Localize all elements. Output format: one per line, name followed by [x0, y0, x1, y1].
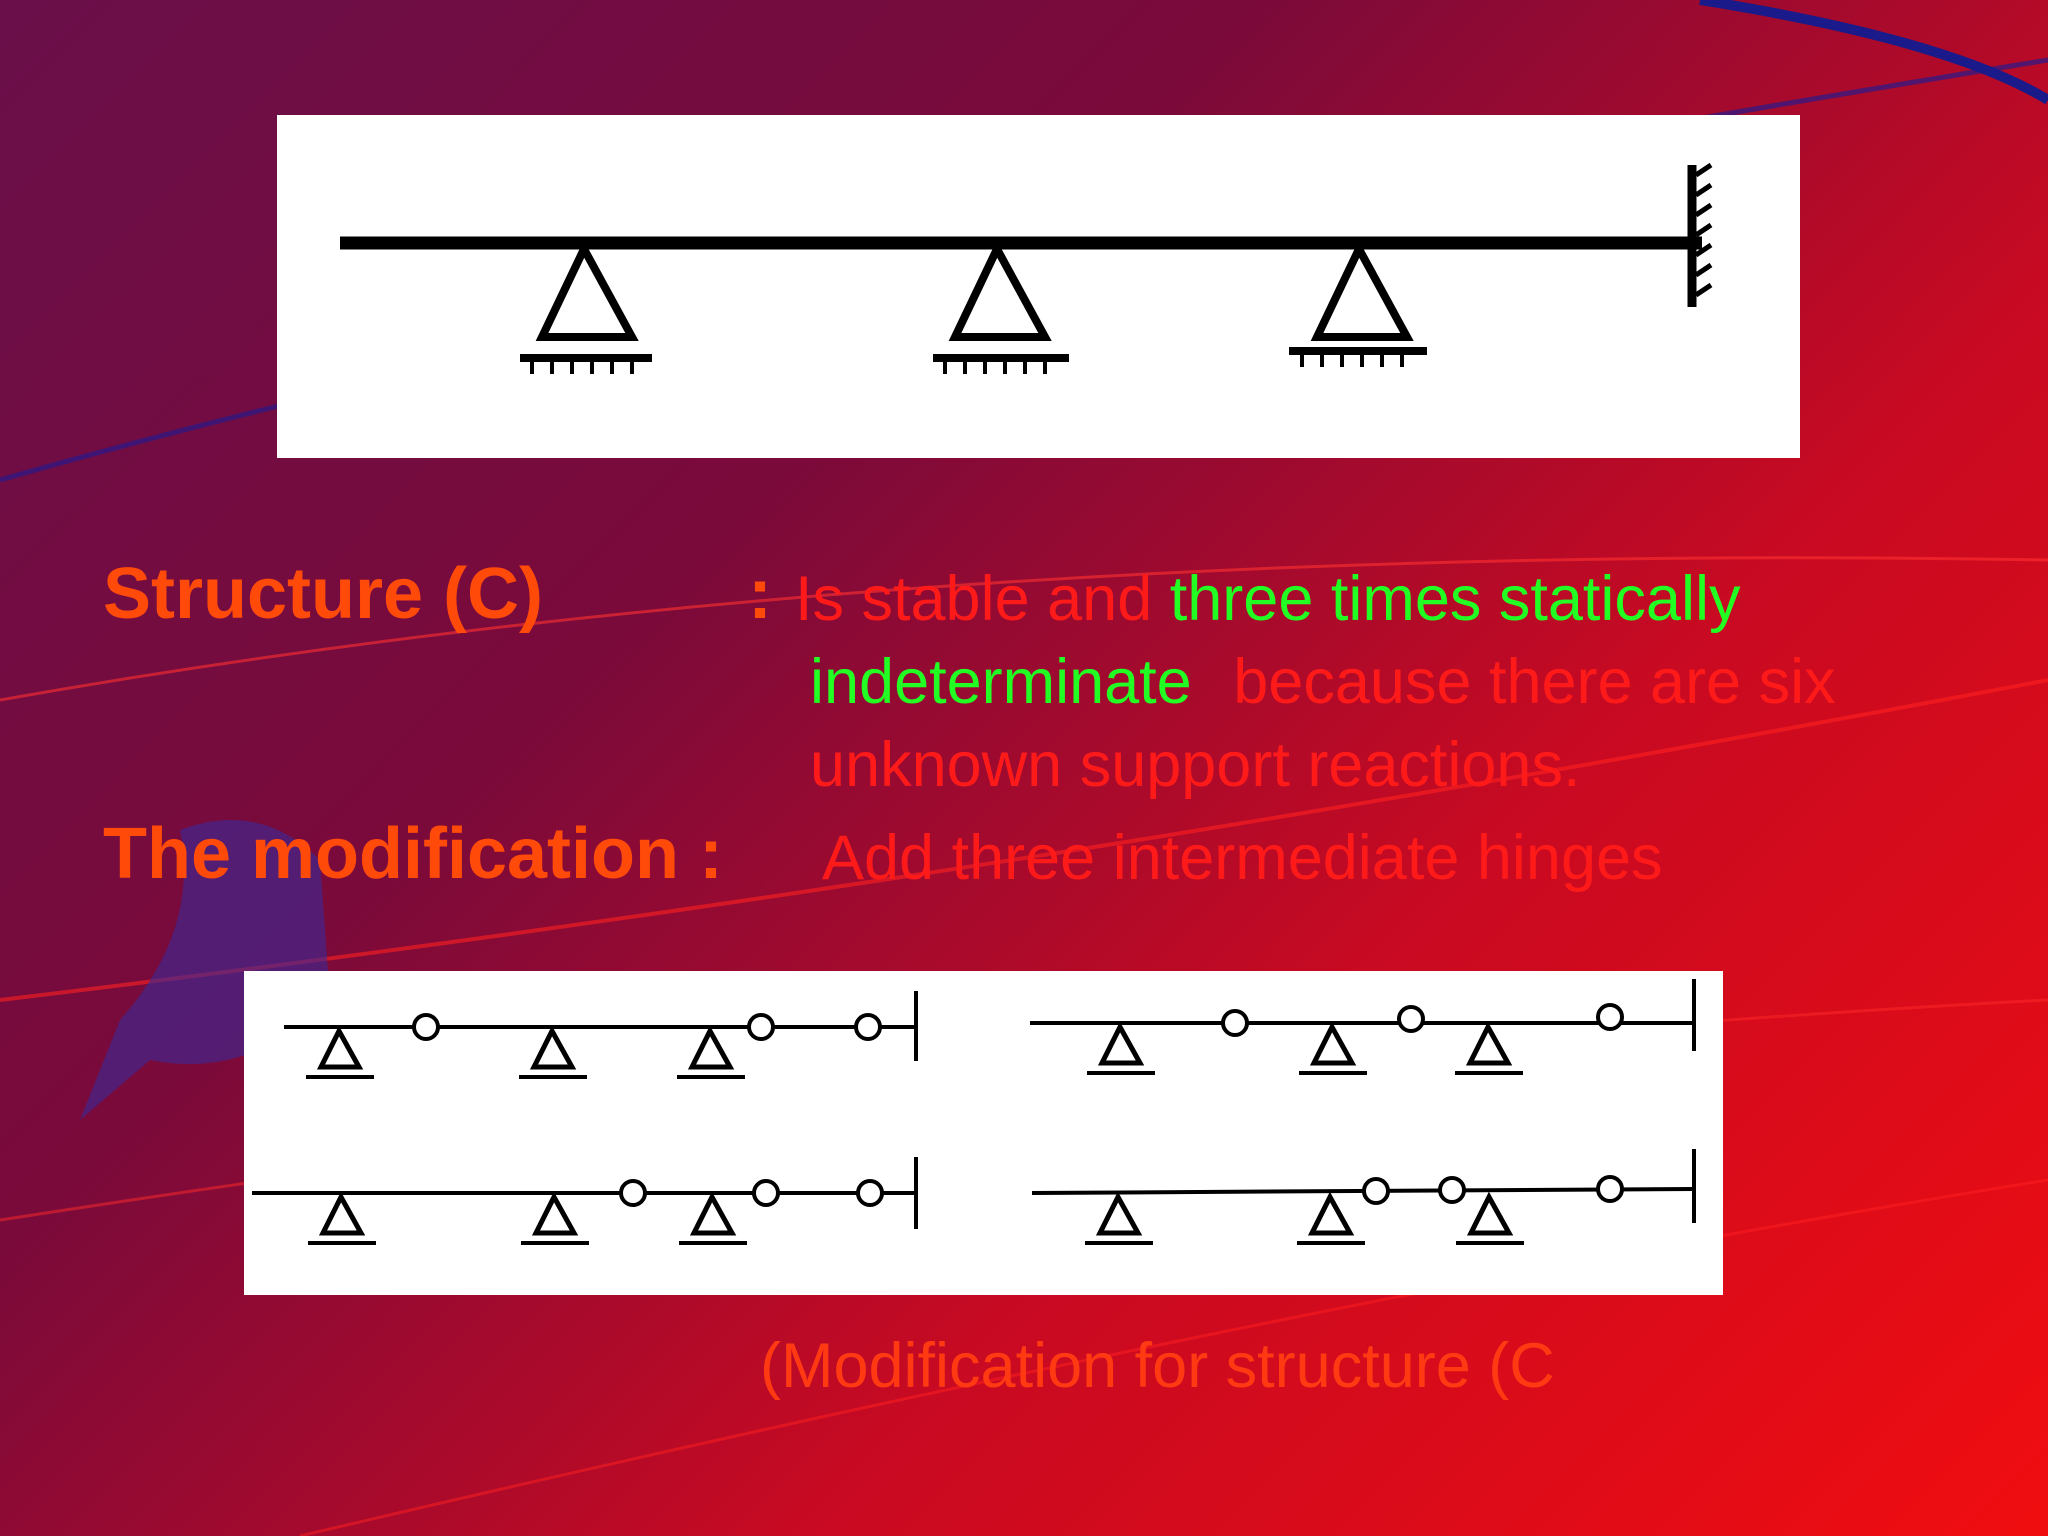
fixed-support [1687, 162, 1713, 307]
modified-structures-diagram [244, 971, 1723, 1295]
modified-beam [1030, 979, 1696, 1075]
description-line-3: unknown support reactions. [810, 730, 1581, 800]
description-highlight-1: three times statically [1169, 564, 1741, 634]
pin-support [1289, 240, 1427, 367]
heading-colon: : [748, 554, 772, 634]
modified-beam [284, 991, 918, 1079]
modified-beam [252, 1157, 918, 1245]
pin-support [520, 240, 652, 374]
original-structure-diagram [277, 115, 1800, 458]
description-part-1: Is stable and [795, 564, 1153, 634]
modified-beams [252, 979, 1696, 1245]
modified-beam [1031, 1149, 1696, 1245]
description-line-1: Is stable and three times statically [795, 563, 1740, 635]
modification-text: Add three intermediate hinges [822, 823, 1663, 893]
structure-heading: Structure (C) [103, 554, 544, 634]
description-line-2: indeterminate because there are six [810, 646, 1836, 718]
diagram-caption: (Modification for structure (C [760, 1331, 1555, 1401]
beam-diagram [340, 162, 1713, 374]
description-part-4: because there are six [1233, 647, 1836, 717]
modification-heading: The modification : [103, 814, 723, 894]
pin-support [933, 240, 1069, 374]
description-highlight-2: indeterminate [810, 647, 1192, 717]
